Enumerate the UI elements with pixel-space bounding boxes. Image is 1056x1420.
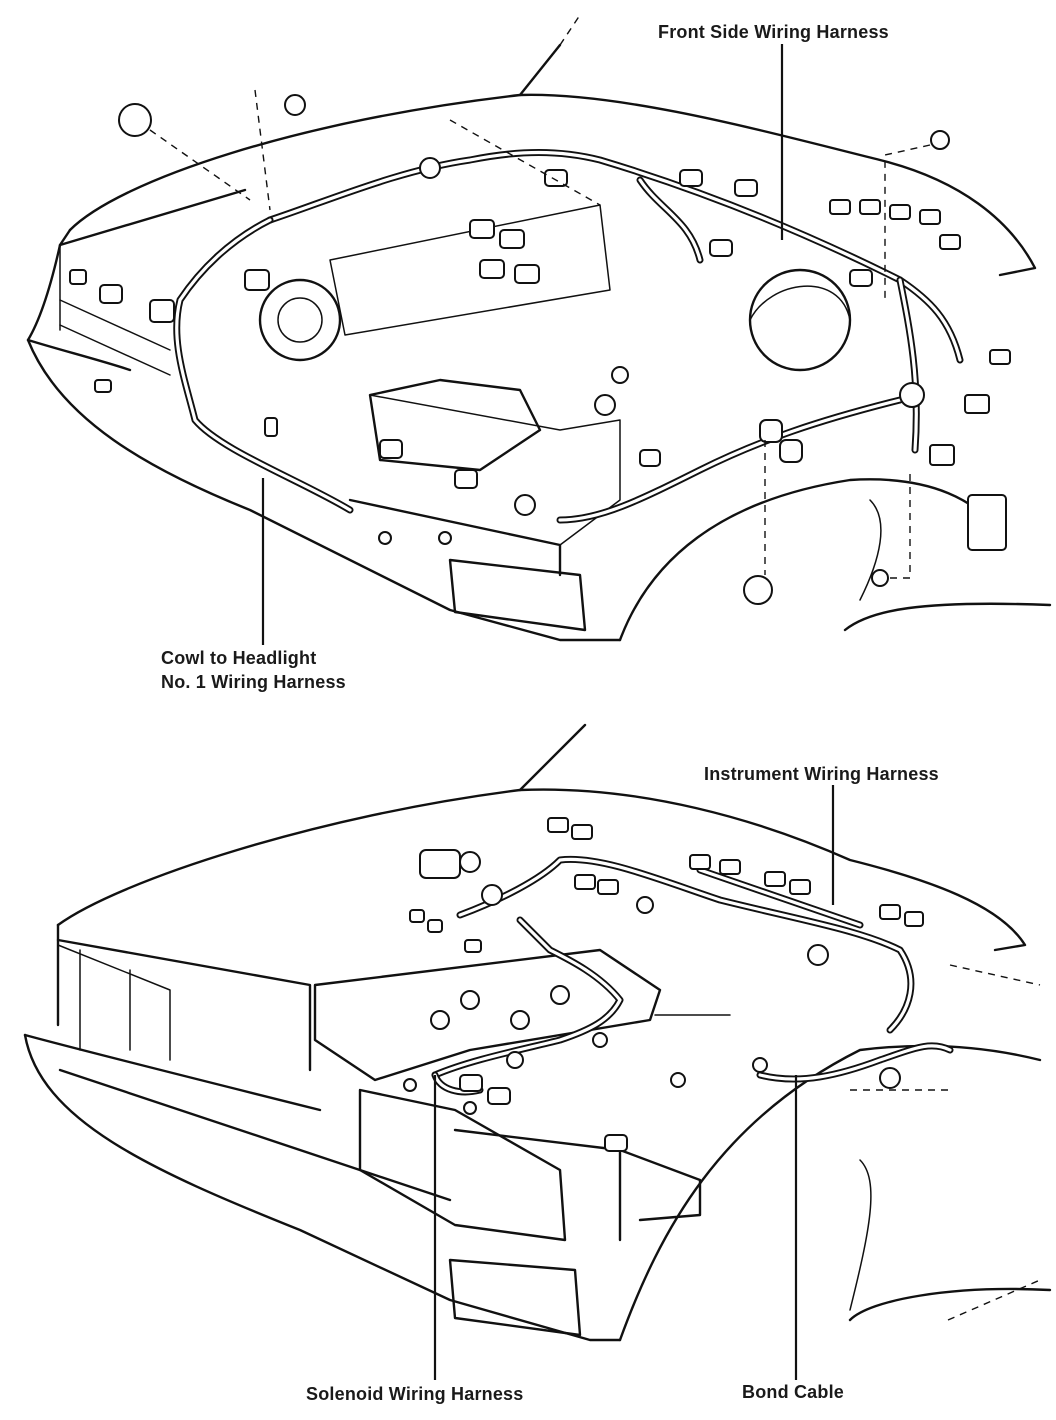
solenoid-harness-label: Solenoid Wiring Harness (306, 1384, 524, 1404)
front-side-harness-label: Front Side Wiring Harness (658, 22, 889, 42)
top-engine-bay-illustration (26, 14, 1052, 642)
bottom-engine-bay-illustration (23, 723, 1052, 1342)
cowl-to-headlight-line2: No. 1 Wiring Harness (161, 672, 346, 693)
exploded-parts-top (118, 89, 950, 605)
instrument-harness-label: Instrument Wiring Harness (704, 764, 939, 784)
bond-cable-label: Bond Cable (742, 1382, 845, 1402)
cowl-to-headlight-label: Cowl to Headlight No. 1 Wiring Harness (161, 646, 346, 695)
connector-cluster-bottom (403, 817, 924, 1152)
connector-cluster-top (69, 157, 1011, 551)
cowl-to-headlight-line1: Cowl to Headlight (161, 648, 317, 668)
